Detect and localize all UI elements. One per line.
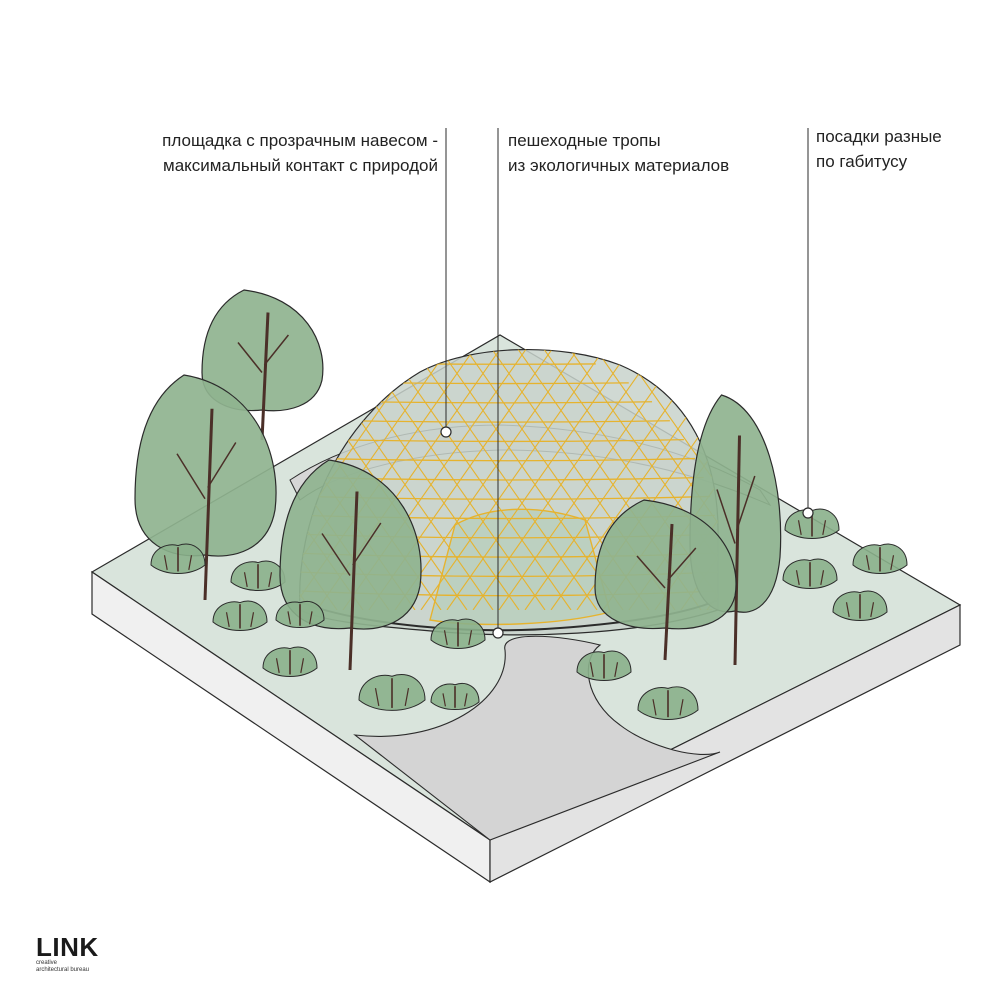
dome-frame-ring: [334, 438, 684, 443]
dome-frame-strut: [917, 325, 1000, 610]
shrub: [832, 590, 888, 622]
shrub: [637, 686, 699, 720]
shrub: [784, 508, 840, 540]
shrub: [212, 600, 268, 632]
path-plaza: [353, 635, 721, 841]
dome-frame-strut: [420, 349, 622, 610]
dome-frame-strut: [891, 325, 1000, 610]
dome-frame-strut: [943, 325, 1000, 610]
callout-canopy: площадка с прозрачным навесом - максимал…: [162, 128, 438, 178]
dome-frame-strut: [552, 349, 719, 610]
dome-frame-strut: [299, 349, 466, 610]
dome-frame-ring: [322, 457, 696, 462]
logo-subtitle-line-2: architectural bureau: [36, 967, 90, 973]
dome-frame-strut: [889, 325, 1000, 610]
leader-dot-plantings: [802, 507, 814, 519]
shrub: [576, 650, 632, 682]
tree: [594, 499, 737, 661]
callout-plantings-line-1: посадки разные: [816, 127, 942, 146]
shrub: [230, 560, 286, 592]
shrub: [150, 543, 206, 575]
dome-frame-strut: [0, 325, 49, 610]
shrub: [430, 618, 486, 650]
callout-paths-line-2: из экологичных материалов: [508, 156, 730, 175]
callout-paths: пешеходные тропы из экологичных материал…: [508, 128, 729, 178]
callout-plantings: посадки разные по габитусу: [816, 124, 942, 174]
tree: [279, 459, 422, 671]
callout-canopy-line-1: площадка с прозрачным навесом -: [162, 131, 438, 150]
dome-frame-strut: [396, 349, 598, 610]
dome-frame-strut: [0, 325, 75, 610]
callout-paths-line-1: пешеходные тропы: [508, 131, 661, 150]
slab-side-right: [489, 604, 961, 883]
leader-dot-paths: [492, 627, 504, 639]
callout-leaders: [440, 128, 814, 639]
bureau-logo: LINK creative architectural bureau: [36, 934, 99, 974]
shrub: [782, 558, 838, 590]
vegetation: [134, 289, 908, 720]
dome-frame-strut: [0, 325, 101, 610]
leader-dot-canopy: [440, 426, 452, 438]
shrub: [358, 674, 426, 711]
logo-name: LINK: [36, 932, 99, 962]
callout-canopy-line-2: максимальный контакт с природой: [163, 156, 438, 175]
shrub: [430, 683, 480, 711]
dome-frame-strut: [422, 349, 624, 610]
tree: [201, 289, 324, 441]
dome-frame-ring: [389, 382, 629, 385]
shrub: [262, 646, 318, 678]
dome-frame-strut: [394, 349, 596, 610]
tree: [134, 374, 277, 601]
logo-subtitle-line-1: creative: [36, 960, 58, 966]
dome-frame-ring: [348, 420, 670, 423]
shrub: [275, 601, 325, 629]
shrub: [852, 543, 908, 575]
dome-frame-strut: [969, 325, 1000, 610]
callout-plantings-line-2: по габитусу: [816, 152, 908, 171]
dome-frame-ring: [365, 401, 653, 404]
dome-frame-strut: [446, 349, 648, 610]
dome-frame-strut: [578, 349, 719, 610]
